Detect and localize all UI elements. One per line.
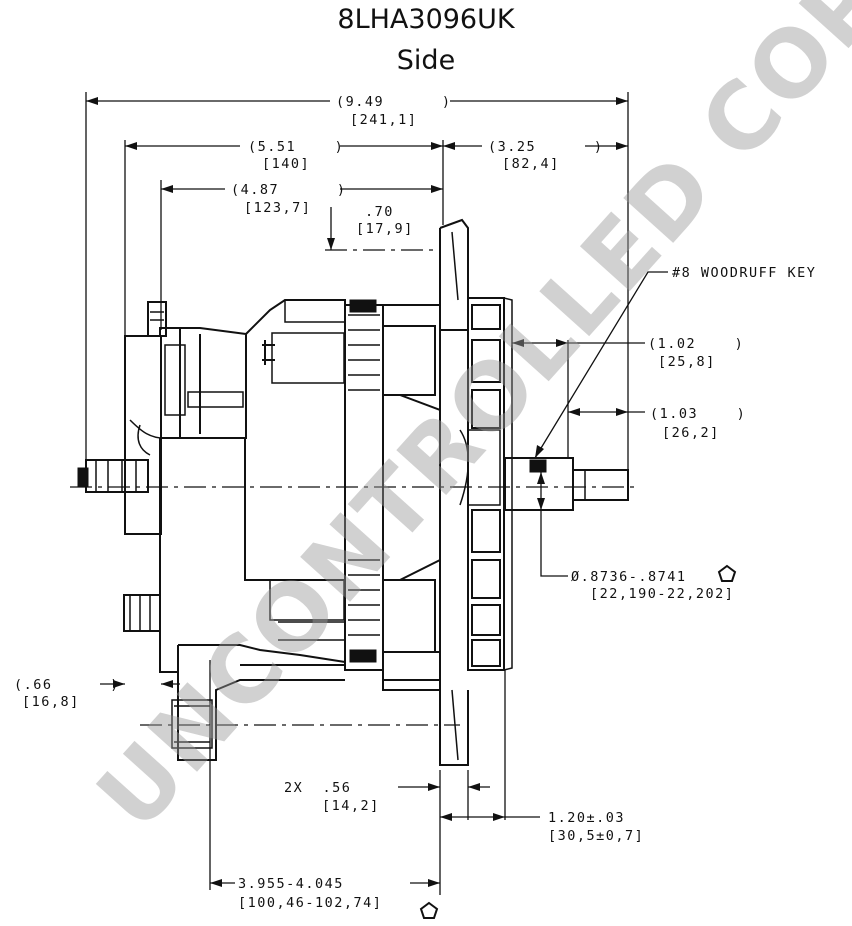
dim-front-mm: [82,4] [502,156,560,172]
mounting-foot [171,644,440,761]
dim-foot-mm: [14,2] [322,798,380,814]
dim-body-inch: (4.87 ) [231,182,347,198]
mounting-flange [439,218,469,766]
woodruff-key-label: #8 WOODRUFF KEY [672,265,816,281]
dim-flange-inch: .70 [365,204,394,220]
dim-shaft-diameter-inch: Ø.8736-.8741 [571,569,687,585]
pentagon-icon [717,564,737,582]
dim-rear-inch: (5.51 ) [248,139,344,155]
pentagon-icon [419,901,439,919]
dim-pulley-a-mm: [25,8] [658,354,716,370]
dim-flange-mm: [17,9] [356,221,414,237]
rear-terminals [77,301,167,632]
rear-housing [124,327,247,673]
output-shaft [504,457,629,511]
dim-front-inch: (3.25 ) [488,139,604,155]
dim-terminal-inch: (.66 ) [14,677,120,693]
dim-pulley-a-inch: (1.02 ) [648,336,744,352]
centerlines [70,249,640,726]
view-label: Side [396,45,456,76]
dim-terminal-mm: [16,8] [22,694,80,710]
dimension-labels: (9.49 ) [241,1] (5.51 ) [140] (3.25 ) [8… [14,94,816,911]
critical-dimension-symbols [419,564,737,919]
dim-overall-mm: [241,1] [350,112,417,128]
part-number-title: 8LHA3096UK [337,4,515,35]
dim-mount-mm: [100,46-102,74] [238,895,382,911]
uncontrolled-copy-watermark: UNCONTROLLED COPY [77,0,852,850]
dim-pulley-b-mm: [26,2] [662,425,720,441]
dim-mount-inch: 3.955-4.045 [238,876,344,892]
dim-foot-inch: 2X .56 [284,780,351,796]
arrowheads [86,97,628,887]
dim-hub-inch: 1.20±.03 [548,810,625,826]
dim-rear-mm: [140] [262,156,310,172]
dim-shaft-diameter-mm: [22,190-22,202] [590,586,734,602]
dim-pulley-b-inch: (1.03 ) [650,406,746,422]
dim-body-mm: [123,7] [244,200,311,216]
dim-hub-mm: [30,5±0,7] [548,828,644,844]
alternator-side-view [77,218,629,766]
dim-overall-inch: (9.49 ) [336,94,452,110]
